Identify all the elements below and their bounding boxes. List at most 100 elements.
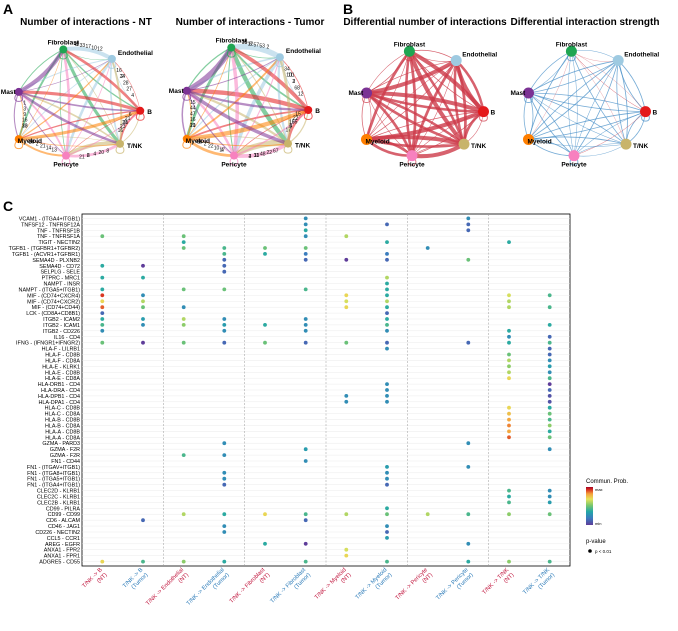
dotplot-point — [385, 328, 389, 333]
dotplot-point — [141, 305, 145, 310]
dotplot-point — [344, 305, 349, 310]
dotplot-point — [385, 394, 389, 398]
dotplot-point — [547, 352, 552, 357]
network-edge — [232, 56, 282, 157]
dotplot-point — [222, 530, 227, 534]
edge-count-label: 101 — [286, 73, 295, 79]
dotplot-point — [385, 382, 389, 386]
dotplot-point — [547, 364, 552, 369]
dotplot-point — [303, 246, 308, 250]
y-tick-label: SEMA4D - PLXNB2 — [32, 258, 80, 264]
y-tick-label: CCL5 - CCR1 — [47, 536, 80, 542]
network-edge — [186, 138, 289, 147]
dotplot-point — [425, 246, 430, 250]
edge-count-label: 15 — [190, 100, 196, 106]
network-edge — [571, 51, 627, 145]
dotplot-point — [181, 246, 186, 250]
y-tick-label: HLA-A - CD8B — [45, 429, 80, 435]
network-edge — [573, 143, 627, 157]
network-node-label: Fibroblast — [556, 41, 588, 48]
network-node-label: Endothelial — [462, 52, 497, 59]
y-tick-label: MIF - (CD74+CXCR4) — [27, 293, 80, 299]
dotplot-point — [466, 441, 471, 446]
dotplot-point — [222, 317, 227, 321]
edge-count-label: 6 — [129, 112, 132, 118]
network-node-label: Endothelial — [624, 52, 659, 59]
dotplot-point — [547, 488, 552, 493]
y-tick-label: HLA-B - CD8B — [45, 418, 80, 424]
dotplot-point — [344, 257, 349, 262]
network-node-pericyte — [230, 151, 238, 160]
y-tick-label: ITGB2 - ICAM2 — [43, 317, 80, 323]
network-node-tnk — [284, 139, 292, 148]
edge-count-label: 4 — [249, 154, 252, 160]
dotplot-point — [425, 512, 430, 517]
network-node-b — [136, 106, 145, 115]
edge-count-label: 2 — [121, 74, 124, 80]
dotplot-point — [303, 541, 308, 546]
dotplot-point — [344, 299, 349, 304]
y-tick-label: HLA-DPB1 - CD4 — [38, 394, 80, 400]
network-node-endothelial — [275, 53, 284, 62]
edge-count-label: 24 — [120, 74, 126, 80]
network-edge — [528, 92, 575, 157]
network-node-label: Fibroblast — [48, 39, 80, 46]
network-edge — [366, 138, 465, 148]
network-edge — [571, 51, 646, 112]
dotplot-point — [385, 530, 389, 534]
dotplot-point — [222, 340, 227, 345]
network-edge — [186, 47, 232, 140]
dotplot-point — [385, 524, 389, 528]
edge-count-label: 2 — [267, 45, 270, 51]
network-node-endothelial — [107, 54, 116, 63]
network-edge — [18, 91, 67, 156]
y-tick-label: VCAM1 - (ITGA4+ITGB1) — [19, 216, 80, 222]
network-node-fibroblast — [227, 43, 236, 52]
dotplot-point — [507, 340, 511, 345]
dotplot-point — [385, 512, 389, 517]
dotplot-point — [303, 512, 308, 517]
network-edge — [571, 51, 646, 112]
network-edge — [63, 49, 121, 144]
dotplot-point — [547, 358, 552, 363]
network-edge — [528, 60, 619, 94]
dotplot-point — [547, 417, 552, 422]
network-edge — [18, 91, 141, 112]
edge-count-label: 20 — [99, 150, 105, 156]
network-node-fibroblast — [403, 45, 415, 57]
network-node-label: B — [653, 110, 658, 117]
dotplot-point — [303, 559, 308, 564]
network-edge — [18, 49, 64, 140]
network-node-label: Myeloid — [528, 138, 552, 145]
y-tick-label: ITGB2 - CD226 — [43, 329, 80, 335]
legend: Commun. Prob. max min p-value p < 0.01 — [586, 479, 628, 554]
network-self-loop — [275, 58, 285, 68]
network-node-b — [478, 106, 489, 118]
x-tick-label: T/NK -> Fibroblast — [229, 567, 267, 605]
dotplot-point — [385, 465, 389, 469]
dotplot-point — [141, 518, 145, 523]
dotplot-point — [507, 512, 511, 517]
network-edge — [186, 88, 309, 113]
network-self-loop — [59, 51, 68, 60]
dotplot-point — [547, 376, 552, 381]
network-self-loop — [107, 60, 117, 69]
network-edge — [366, 111, 484, 140]
y-tick-label: IFNG - (IFNGR1+IFNGR2) — [16, 341, 80, 347]
edge-count-label: 10 — [190, 123, 196, 129]
network-edge — [365, 91, 465, 146]
network-node-mast — [523, 87, 534, 99]
edge-count-label: 17 — [286, 127, 292, 133]
edge-count-label: 28 — [122, 120, 128, 126]
dotplot-point — [344, 394, 349, 398]
dotplot-point — [263, 252, 267, 256]
dotplot-point — [303, 252, 308, 256]
y-tick-label: CLEC2C - KLRB1 — [37, 495, 80, 501]
network-node-fibroblast — [59, 45, 68, 54]
dotplot-point — [100, 323, 105, 327]
dotplot-point — [547, 394, 552, 398]
network-edge — [408, 50, 466, 145]
edge-count-label: 21 — [190, 123, 196, 129]
dotplot-point — [222, 482, 227, 487]
x-tick-label-group: T/NK -> Pericyte(NT) — [395, 567, 434, 601]
